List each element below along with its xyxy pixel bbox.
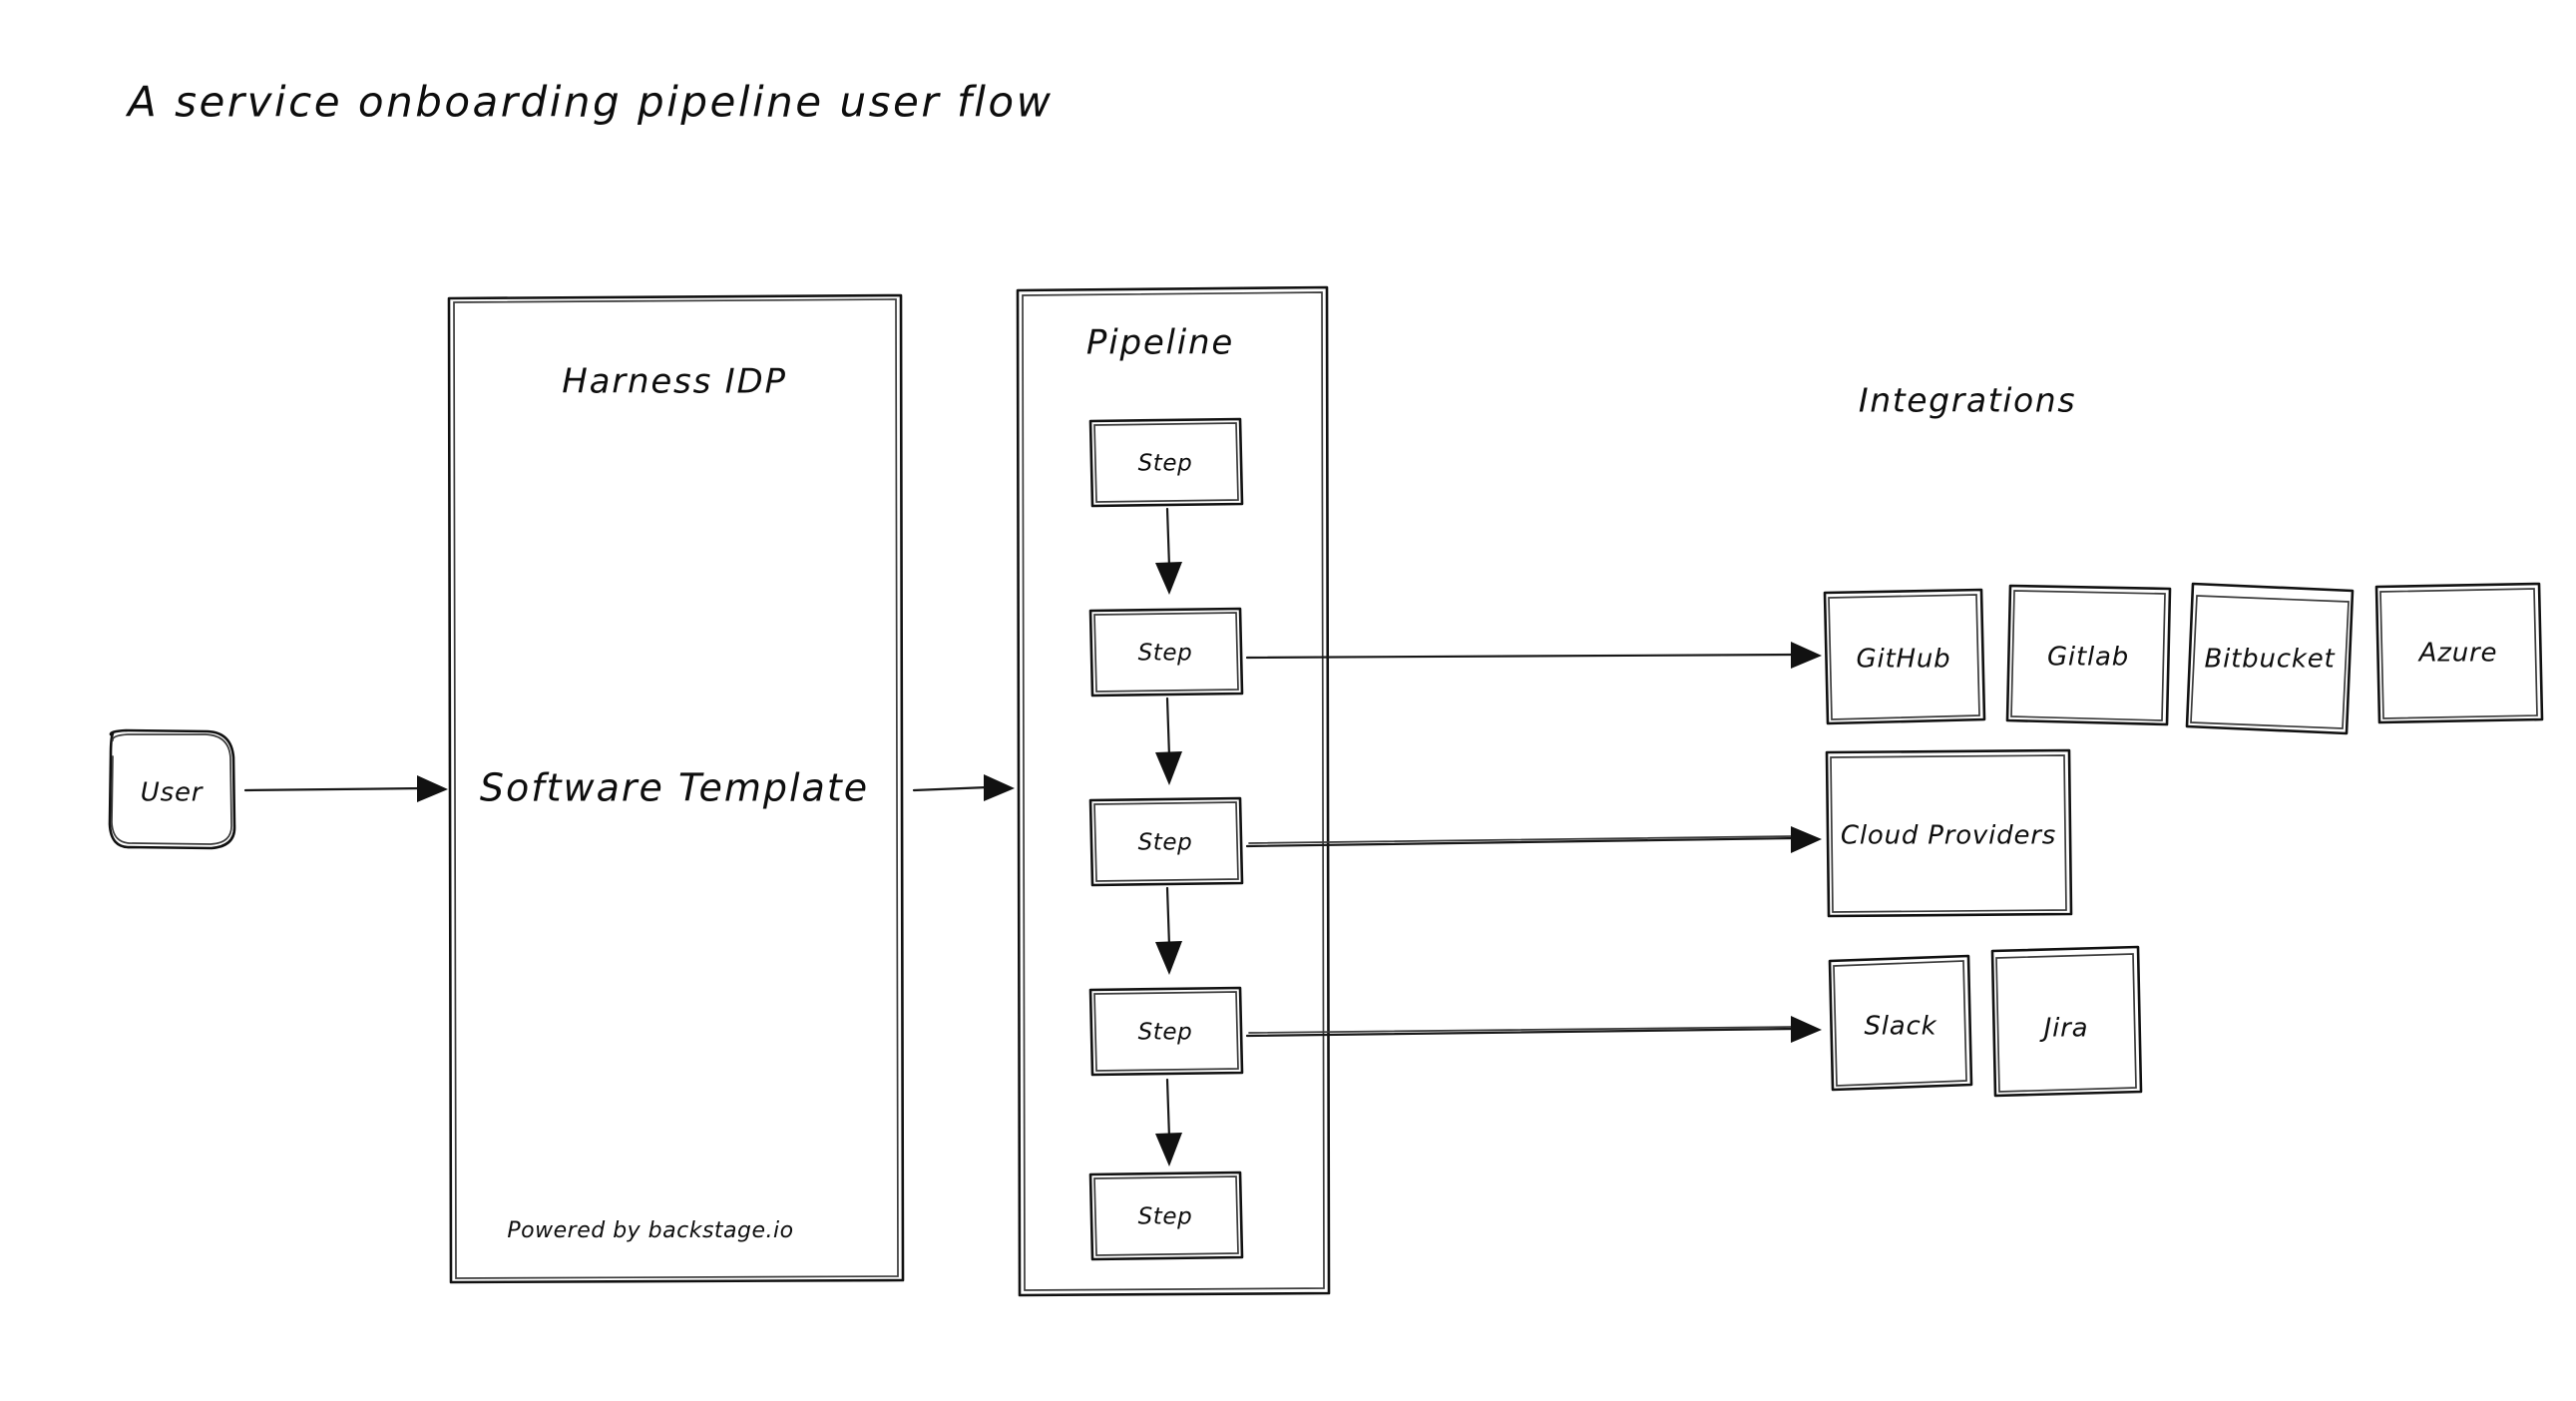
pipeline-step-1[interactable]: Step [1088,417,1244,508]
connector-step3-to-cloud [1245,826,1822,853]
connector-step2-step3 [1155,697,1182,785]
integration-github-label: GitHub [1857,645,1951,675]
pipeline-step-3[interactable]: Step [1088,796,1244,887]
pipeline-step-4[interactable]: Step [1088,986,1244,1077]
pipeline-step-2[interactable]: Step [1088,607,1244,698]
integrations-title: Integrations [1859,381,2076,420]
integration-cloud-providers[interactable]: Cloud Providers [1825,748,2073,918]
integration-gitlab[interactable]: Gitlab [2005,584,2172,726]
pipeline-step-5[interactable]: Step [1088,1170,1244,1261]
connector-user-to-template [243,775,448,802]
integration-gitlab-label: Gitlab [2047,643,2129,673]
pipeline-step-3-label: Step [1138,830,1193,856]
group-pipeline: Pipeline Step Step [1016,285,1331,1297]
page-title: A service onboarding pipeline user flow [125,78,1053,127]
integration-azure-label: Azure [2417,639,2498,669]
software-template-label: Software Template [480,766,869,810]
integration-slack-label: Slack [1864,1012,1936,1042]
node-user-label: User [141,778,205,808]
pipeline-step-5-label: Step [1138,1204,1193,1230]
integration-bitbucket[interactable]: Bitbucket [2185,582,2355,735]
node-user[interactable]: User [108,728,236,850]
group-harness-idp-title: Harness IDP [562,362,787,402]
backstage-credit: Powered by backstage.io [507,1218,793,1243]
connector-step4-step5 [1155,1078,1182,1167]
connector-step4-to-collab [1245,1016,1822,1043]
integration-slack[interactable]: Slack [1828,954,1973,1092]
integration-jira-label: Jira [2039,1014,2089,1044]
pipeline-step-1-label: Step [1138,451,1193,477]
group-harness-idp: Harness IDP Software Template Powered by… [447,293,905,1284]
connector-step1-step2 [1155,507,1182,595]
connector-step2-to-scm [1245,642,1822,669]
integration-jira[interactable]: Jira [1990,945,2143,1098]
integration-azure[interactable]: Azure [2374,582,2544,724]
integration-github[interactable]: GitHub [1823,588,1986,725]
pipeline-step-4-label: Step [1138,1020,1193,1046]
integration-cloud-providers-label: Cloud Providers [1841,821,2056,851]
pipeline-step-2-label: Step [1138,641,1193,667]
connector-template-to-pipeline [912,774,1015,801]
group-pipeline-title: Pipeline [1086,323,1234,363]
connector-step3-step4 [1155,886,1182,975]
integration-bitbucket-label: Bitbucket [2205,645,2336,675]
